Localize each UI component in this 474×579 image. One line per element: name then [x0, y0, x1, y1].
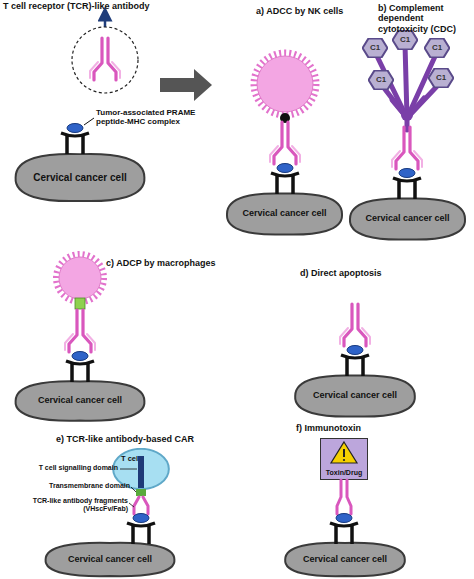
complement-c1: C1: [368, 70, 394, 90]
peptide-mhc-complex: [393, 169, 421, 200]
leader-line: [129, 503, 134, 507]
hex-shape: [363, 38, 388, 57]
tcr-like-antibody: [392, 127, 422, 169]
panel-label: d) Direct apoptosis: [300, 268, 430, 278]
node-text: C1: [436, 74, 446, 83]
tcr-like-antibody: [340, 304, 370, 346]
node-text: C1: [376, 76, 386, 85]
peptide-mhc-complex: [61, 124, 89, 155]
transmembrane-domain: [136, 489, 146, 496]
macrophage-spikes: [56, 254, 104, 302]
signalling-domain: [138, 456, 144, 488]
tcr-like-antibody: [337, 480, 351, 514]
node-text: T cell: [121, 455, 140, 463]
peptide-mhc-complex: [66, 352, 94, 383]
node-text: C1: [370, 44, 380, 53]
cell-shape: [227, 193, 342, 234]
cancer-cell: Cervical cancer cell: [290, 372, 420, 420]
peptide-mhc-complex: [271, 164, 299, 195]
pointer-arrow: [104, 14, 107, 27]
panel-label: f) Immunotoxin: [296, 423, 426, 433]
panel-label: e) TCR-like antibody-based CAR: [56, 434, 256, 444]
node-text: Cervical cancer cell: [33, 172, 126, 183]
zoom-circle: [72, 27, 138, 93]
node-text: Cervical cancer cell: [303, 555, 387, 565]
cell-shape: [16, 154, 145, 201]
panel-label: a) ADCC by NK cells: [256, 6, 374, 16]
node-text: Cervical cancer cell: [365, 214, 449, 224]
warning-triangle: [331, 442, 357, 463]
node-text: Cervical cancer cell: [313, 391, 397, 401]
annotation-label: Tumor-associated PRAME peptide-MHC compl…: [96, 108, 226, 126]
nk-cell-spikes: [254, 53, 316, 115]
tcr-like-antibody: [90, 38, 120, 80]
complement-c1: C1: [428, 68, 454, 88]
cancer-cell: Cervical cancer cell: [280, 540, 410, 579]
node-text: Cervical cancer cell: [68, 555, 152, 565]
peptide-mhc-complex: [127, 514, 155, 545]
hex-shape: [425, 38, 450, 57]
cell-shape: [16, 381, 145, 420]
node-text: C1: [400, 36, 410, 45]
cell-shape: [46, 543, 175, 576]
warning-mark: [343, 449, 345, 457]
node-text: Cervical cancer cell: [242, 209, 326, 219]
nk-cell: [257, 56, 313, 112]
leader-line: [131, 487, 136, 492]
panel-label: b) Complement dependent cytotoxicity (CD…: [378, 3, 472, 34]
cancer-cell: Cervical cancer cell: [10, 378, 150, 424]
leader-line: [120, 469, 137, 470]
c1-complex-core: [401, 109, 413, 121]
tcr-like-antibody: [65, 310, 95, 352]
macrophage: [59, 257, 101, 299]
cancer-cell: Cervical cancer cell: [222, 190, 347, 238]
tcr-like-antibody: [270, 122, 300, 164]
node-text: C1: [432, 44, 442, 53]
complement-c1: C1: [362, 38, 388, 58]
antibody-fragment: [134, 497, 148, 514]
node-text: Cervical cancer cell: [38, 396, 122, 406]
node-text: Toxin/Drug: [326, 469, 362, 477]
cancer-cell: Cervical cancer cell: [345, 195, 470, 243]
cancer-cell: Cervical cancer cell: [40, 540, 180, 579]
leader-line: [84, 118, 94, 125]
annotation-label: Transmembrane domain: [0, 482, 130, 490]
annotation-label: T cell receptor (TCR)-like antibody: [3, 1, 203, 11]
cell-shape: [295, 375, 415, 416]
warning-dot: [343, 459, 345, 461]
hex-shape: [369, 70, 394, 89]
cell-shape: [285, 543, 405, 576]
transition-arrow: [160, 69, 212, 101]
complement-c1: C1: [424, 38, 450, 58]
cancer-cell: Cervical cancer cell: [10, 150, 150, 205]
cell-shape: [350, 198, 465, 239]
annotation-label: TCR-like antibody fragments (VHscFv/Fab): [0, 497, 128, 513]
annotation-label: T cell signalling domain: [0, 464, 118, 472]
panel-label: c) ADCP by macrophages: [106, 258, 236, 268]
complement-arm: [405, 44, 407, 118]
peptide-mhc-complex: [341, 346, 369, 377]
peptide-mhc-complex: [330, 514, 358, 545]
hex-shape: [429, 68, 454, 87]
fc-receptor: [75, 298, 85, 309]
